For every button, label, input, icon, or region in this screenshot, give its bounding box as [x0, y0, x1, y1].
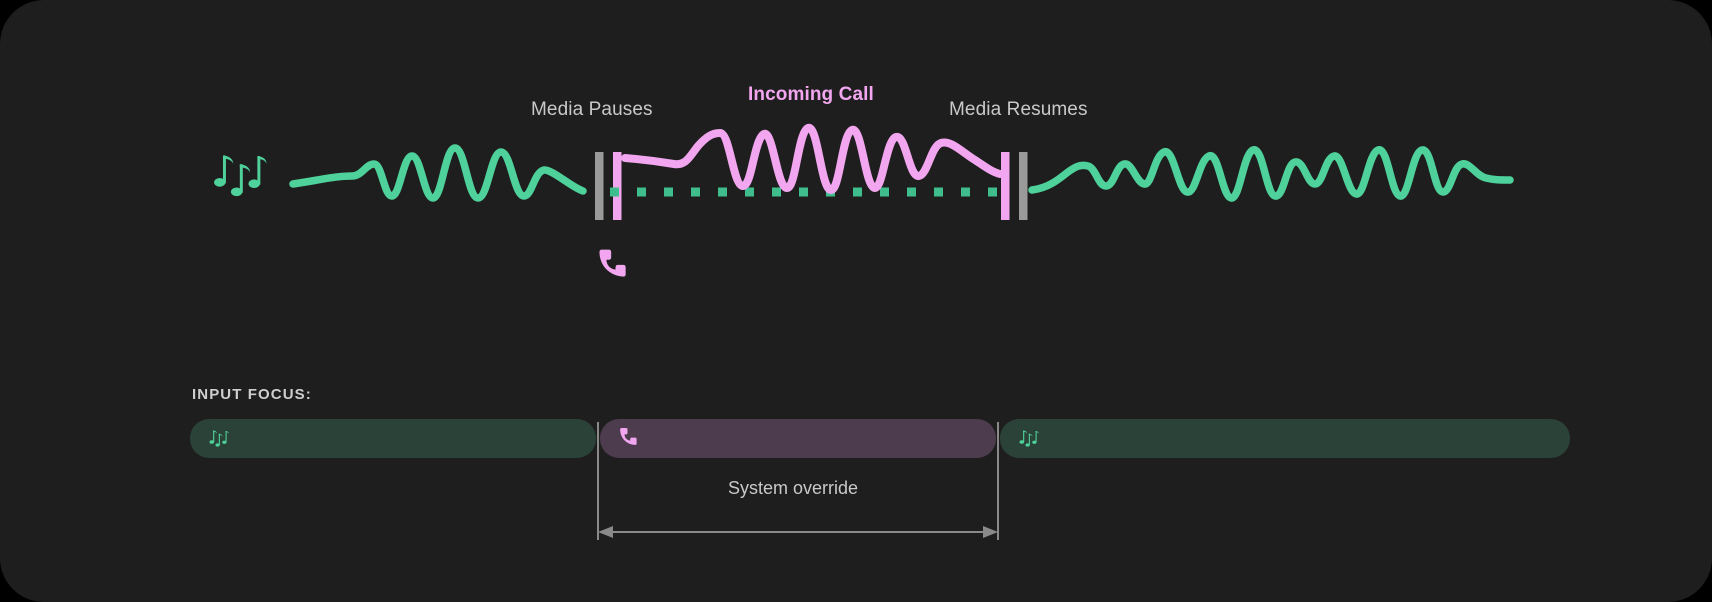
music-notes-icon: [1018, 427, 1040, 451]
music-notes-icon: [214, 155, 267, 197]
media-waveform-before: [289, 144, 587, 202]
resume-marker-gray: [1019, 152, 1028, 220]
label-media-resumes: Media Resumes: [949, 99, 1088, 120]
pause-marker-gray: [595, 152, 604, 220]
resume-marker-pink: [1001, 152, 1010, 220]
label-incoming-call: Incoming Call: [748, 84, 874, 105]
focus-bar-media-2[interactable]: [1000, 419, 1570, 458]
audio-timeline: Media Pauses Incoming Call Media Resumes: [214, 84, 1514, 277]
input-focus-title: INPUT FOCUS:: [192, 386, 312, 403]
system-override-bracket: [597, 422, 999, 540]
media-waveform-after: [1028, 146, 1514, 202]
input-focus-section: INPUT FOCUS:: [0, 330, 1712, 602]
timeline-graphic: [214, 123, 1514, 277]
focus-bar-call[interactable]: [600, 419, 996, 458]
label-media-pauses: Media Pauses: [531, 99, 653, 120]
system-override-label: System override: [728, 478, 859, 498]
pause-marker-pink: [613, 152, 622, 220]
call-waveform: [621, 123, 1004, 194]
music-notes-icon: [208, 427, 230, 451]
phone-icon: [618, 427, 638, 451]
system-override-group: System override: [0, 330, 1712, 602]
phone-icon: [599, 249, 626, 277]
focus-bar-media-1[interactable]: [190, 419, 596, 458]
